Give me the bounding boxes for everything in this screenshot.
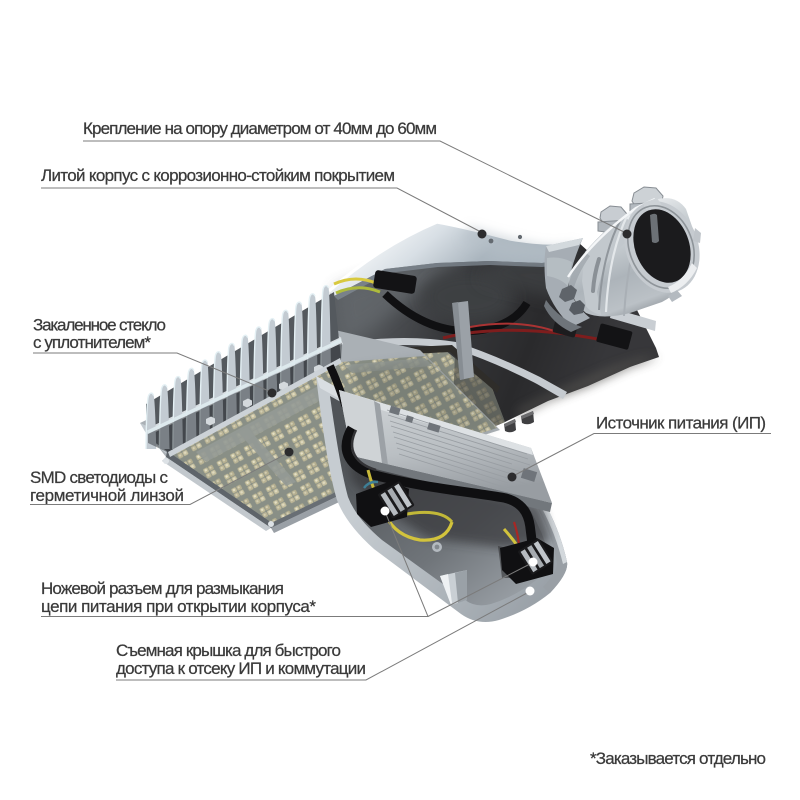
svg-text:Источник питания (ИП): Источник питания (ИП) xyxy=(596,414,766,433)
svg-text:доступа к отсеку ИП и коммутац: доступа к отсеку ИП и коммутации xyxy=(116,659,366,678)
svg-text:Крепление на опору диаметром о: Крепление на опору диаметром от 40мм до … xyxy=(83,119,437,138)
svg-text:цепи питания при открытии корп: цепи питания при открытии корпуса* xyxy=(41,597,316,616)
svg-text:*Заказывается отдельно: *Заказывается отдельно xyxy=(590,749,766,768)
svg-text:Литой корпус с коррозионно-сто: Литой корпус с коррозионно-стойким покры… xyxy=(41,166,395,185)
svg-text:с уплотнителем*: с уплотнителем* xyxy=(33,333,151,352)
svg-text:герметичной линзой: герметичной линзой xyxy=(30,486,184,505)
svg-text:Закаленное стекло: Закаленное стекло xyxy=(33,316,166,335)
svg-text:Ножевой разъем для размыкания: Ножевой разъем для размыкания xyxy=(41,579,284,598)
svg-text:SMD светодиоды с: SMD светодиоды с xyxy=(30,468,169,487)
svg-text:Съемная крышка для быстрого: Съемная крышка для быстрого xyxy=(116,641,341,660)
